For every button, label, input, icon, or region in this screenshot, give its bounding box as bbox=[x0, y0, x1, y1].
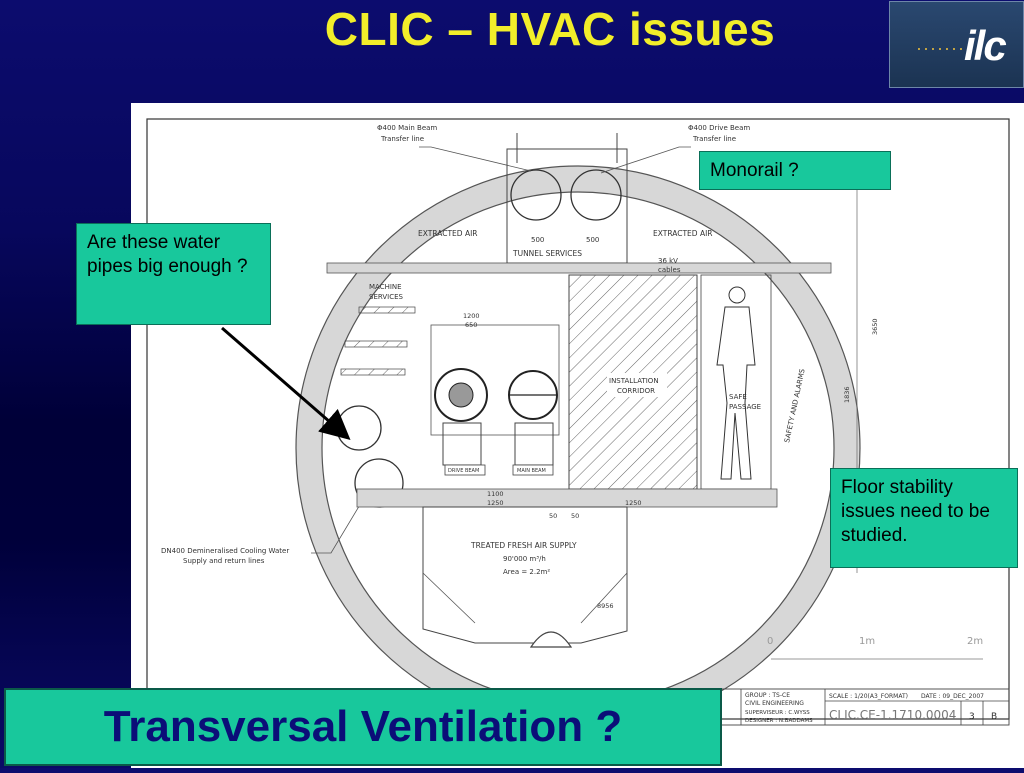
label-installation-corridor-2: CORRIDOR bbox=[617, 387, 655, 395]
label-main-beam-line: Φ400 Main Beam bbox=[377, 124, 437, 132]
label-tb-superviseur: SUPERVISEUR : C.WYSS bbox=[745, 710, 810, 716]
label-tb-group: GROUP : TS-CE bbox=[745, 692, 790, 699]
main-beam-label-box bbox=[512, 464, 554, 476]
label-extracted-air-left: EXTRACTED AIR bbox=[418, 229, 478, 238]
label-machine-services-2: SERVICES bbox=[369, 293, 404, 301]
label-dim-3650: 3650 bbox=[871, 318, 879, 335]
logo-word: ilc bbox=[964, 22, 1007, 69]
label-dim-50-left: 50 bbox=[549, 512, 557, 520]
label-tb-date: DATE : 09_DEC_2007 bbox=[921, 693, 984, 700]
label-dim-1100: 1100 bbox=[487, 490, 504, 498]
label-machine-services: MACHINE bbox=[369, 283, 402, 291]
label-36kv: 36 kV bbox=[658, 257, 678, 265]
label-36kv-cables: cables bbox=[658, 266, 681, 274]
ilc-logo: ······· ilc bbox=[889, 1, 1024, 88]
duct-diagonal-right bbox=[580, 572, 628, 624]
cable-tray-2 bbox=[344, 340, 408, 348]
label-extracted-air-right: EXTRACTED AIR bbox=[653, 229, 713, 238]
banner-transversal-ventilation: Transversal Ventilation ? bbox=[4, 688, 722, 766]
label-main-beam: MAIN BEAM bbox=[517, 468, 546, 474]
tunnel-cross-section-drawing: 500 500 TUNNEL SERVICES Φ400 Main Beam T… bbox=[131, 103, 1024, 768]
label-main-beam-line-2: Transfer line bbox=[380, 135, 424, 143]
label-drive-beam-line: Φ400 Drive Beam bbox=[688, 124, 750, 132]
label-scale-2m: 2m bbox=[967, 636, 983, 647]
label-dim-1250-right: 1250 bbox=[625, 499, 642, 507]
label-scale-1m: 1m bbox=[859, 636, 875, 647]
leader-dn400 bbox=[311, 502, 362, 554]
label-dim-8956: 8956 bbox=[597, 602, 614, 610]
label-tb-size: 3 bbox=[969, 712, 975, 722]
drive-beam-transfer-pipe bbox=[570, 169, 622, 221]
main-beam-transfer-pipe bbox=[510, 169, 562, 221]
treated-air-duct bbox=[422, 506, 628, 644]
leader-drive-beam bbox=[600, 146, 691, 174]
label-treated-air-flow: 90'000 m³/h bbox=[503, 555, 546, 563]
cross-section-svg: 500 500 TUNNEL SERVICES Φ400 Main Beam T… bbox=[146, 118, 1010, 731]
label-installation-corridor: INSTALLATION bbox=[609, 377, 659, 385]
label-drive-beam-line-2: Transfer line bbox=[692, 135, 736, 143]
label-tb-drawing-no: CLIC.CE-1.1710.0004 bbox=[829, 708, 956, 722]
label-dim-1836: 1836 bbox=[843, 386, 851, 403]
drive-beam-label-box bbox=[444, 464, 486, 476]
label-dim-1200: 1200 bbox=[463, 312, 480, 320]
label-tb-designer: DESIGNER : N.BADDAMS bbox=[745, 718, 813, 724]
duct-diagonal-left bbox=[422, 572, 476, 624]
drive-beam-quadrupole-core bbox=[448, 382, 474, 408]
drive-beam-quadrupole bbox=[434, 368, 488, 422]
label-tb-scale: SCALE : 1/20(A3_FORMAT) bbox=[829, 693, 908, 700]
person-figure bbox=[716, 286, 756, 480]
equipment-frame bbox=[430, 324, 560, 436]
label-safe-passage: SAFE bbox=[729, 393, 747, 401]
label-treated-air: TREATED FRESH AIR SUPPLY bbox=[470, 541, 577, 550]
label-treated-air-area: Area = 2.2m² bbox=[503, 568, 550, 576]
label-tunnel-services: TUNNEL SERVICES bbox=[512, 249, 582, 258]
label-dim-650: 650 bbox=[465, 321, 477, 329]
logo-dots: ······· bbox=[916, 38, 965, 58]
upper-slab bbox=[326, 262, 832, 274]
label-tb-rev: B bbox=[991, 712, 997, 722]
cable-tray-1 bbox=[358, 306, 416, 314]
callout-floor-stability: Floor stability issues need to be studie… bbox=[830, 468, 1018, 568]
label-dim-500-right: 500 bbox=[586, 236, 599, 244]
label-tb-civil: CIVIL ENGINEERING bbox=[745, 700, 804, 707]
slide-title: CLIC – HVAC issues bbox=[324, 3, 776, 55]
cable-tray-3 bbox=[340, 368, 406, 376]
label-scale-0: 0 bbox=[767, 636, 773, 647]
label-dim-1250-left: 1250 bbox=[487, 499, 504, 507]
label-dim-500-left: 500 bbox=[531, 236, 544, 244]
label-dn400-2: Supply and return lines bbox=[183, 557, 265, 565]
label-dim-50-right: 50 bbox=[571, 512, 579, 520]
installation-corridor-label-bg bbox=[607, 373, 667, 397]
callout-monorail: Monorail ? bbox=[699, 151, 891, 190]
leader-main-beam bbox=[419, 146, 532, 172]
label-drive-beam: DRIVE BEAM bbox=[448, 468, 479, 474]
label-dn400: DN400 Demineralised Cooling Water bbox=[161, 547, 289, 555]
drain-channel bbox=[529, 631, 573, 648]
main-floor-slab bbox=[356, 488, 778, 508]
callout-water-pipes: Are these water pipes big enough ? bbox=[76, 223, 271, 325]
